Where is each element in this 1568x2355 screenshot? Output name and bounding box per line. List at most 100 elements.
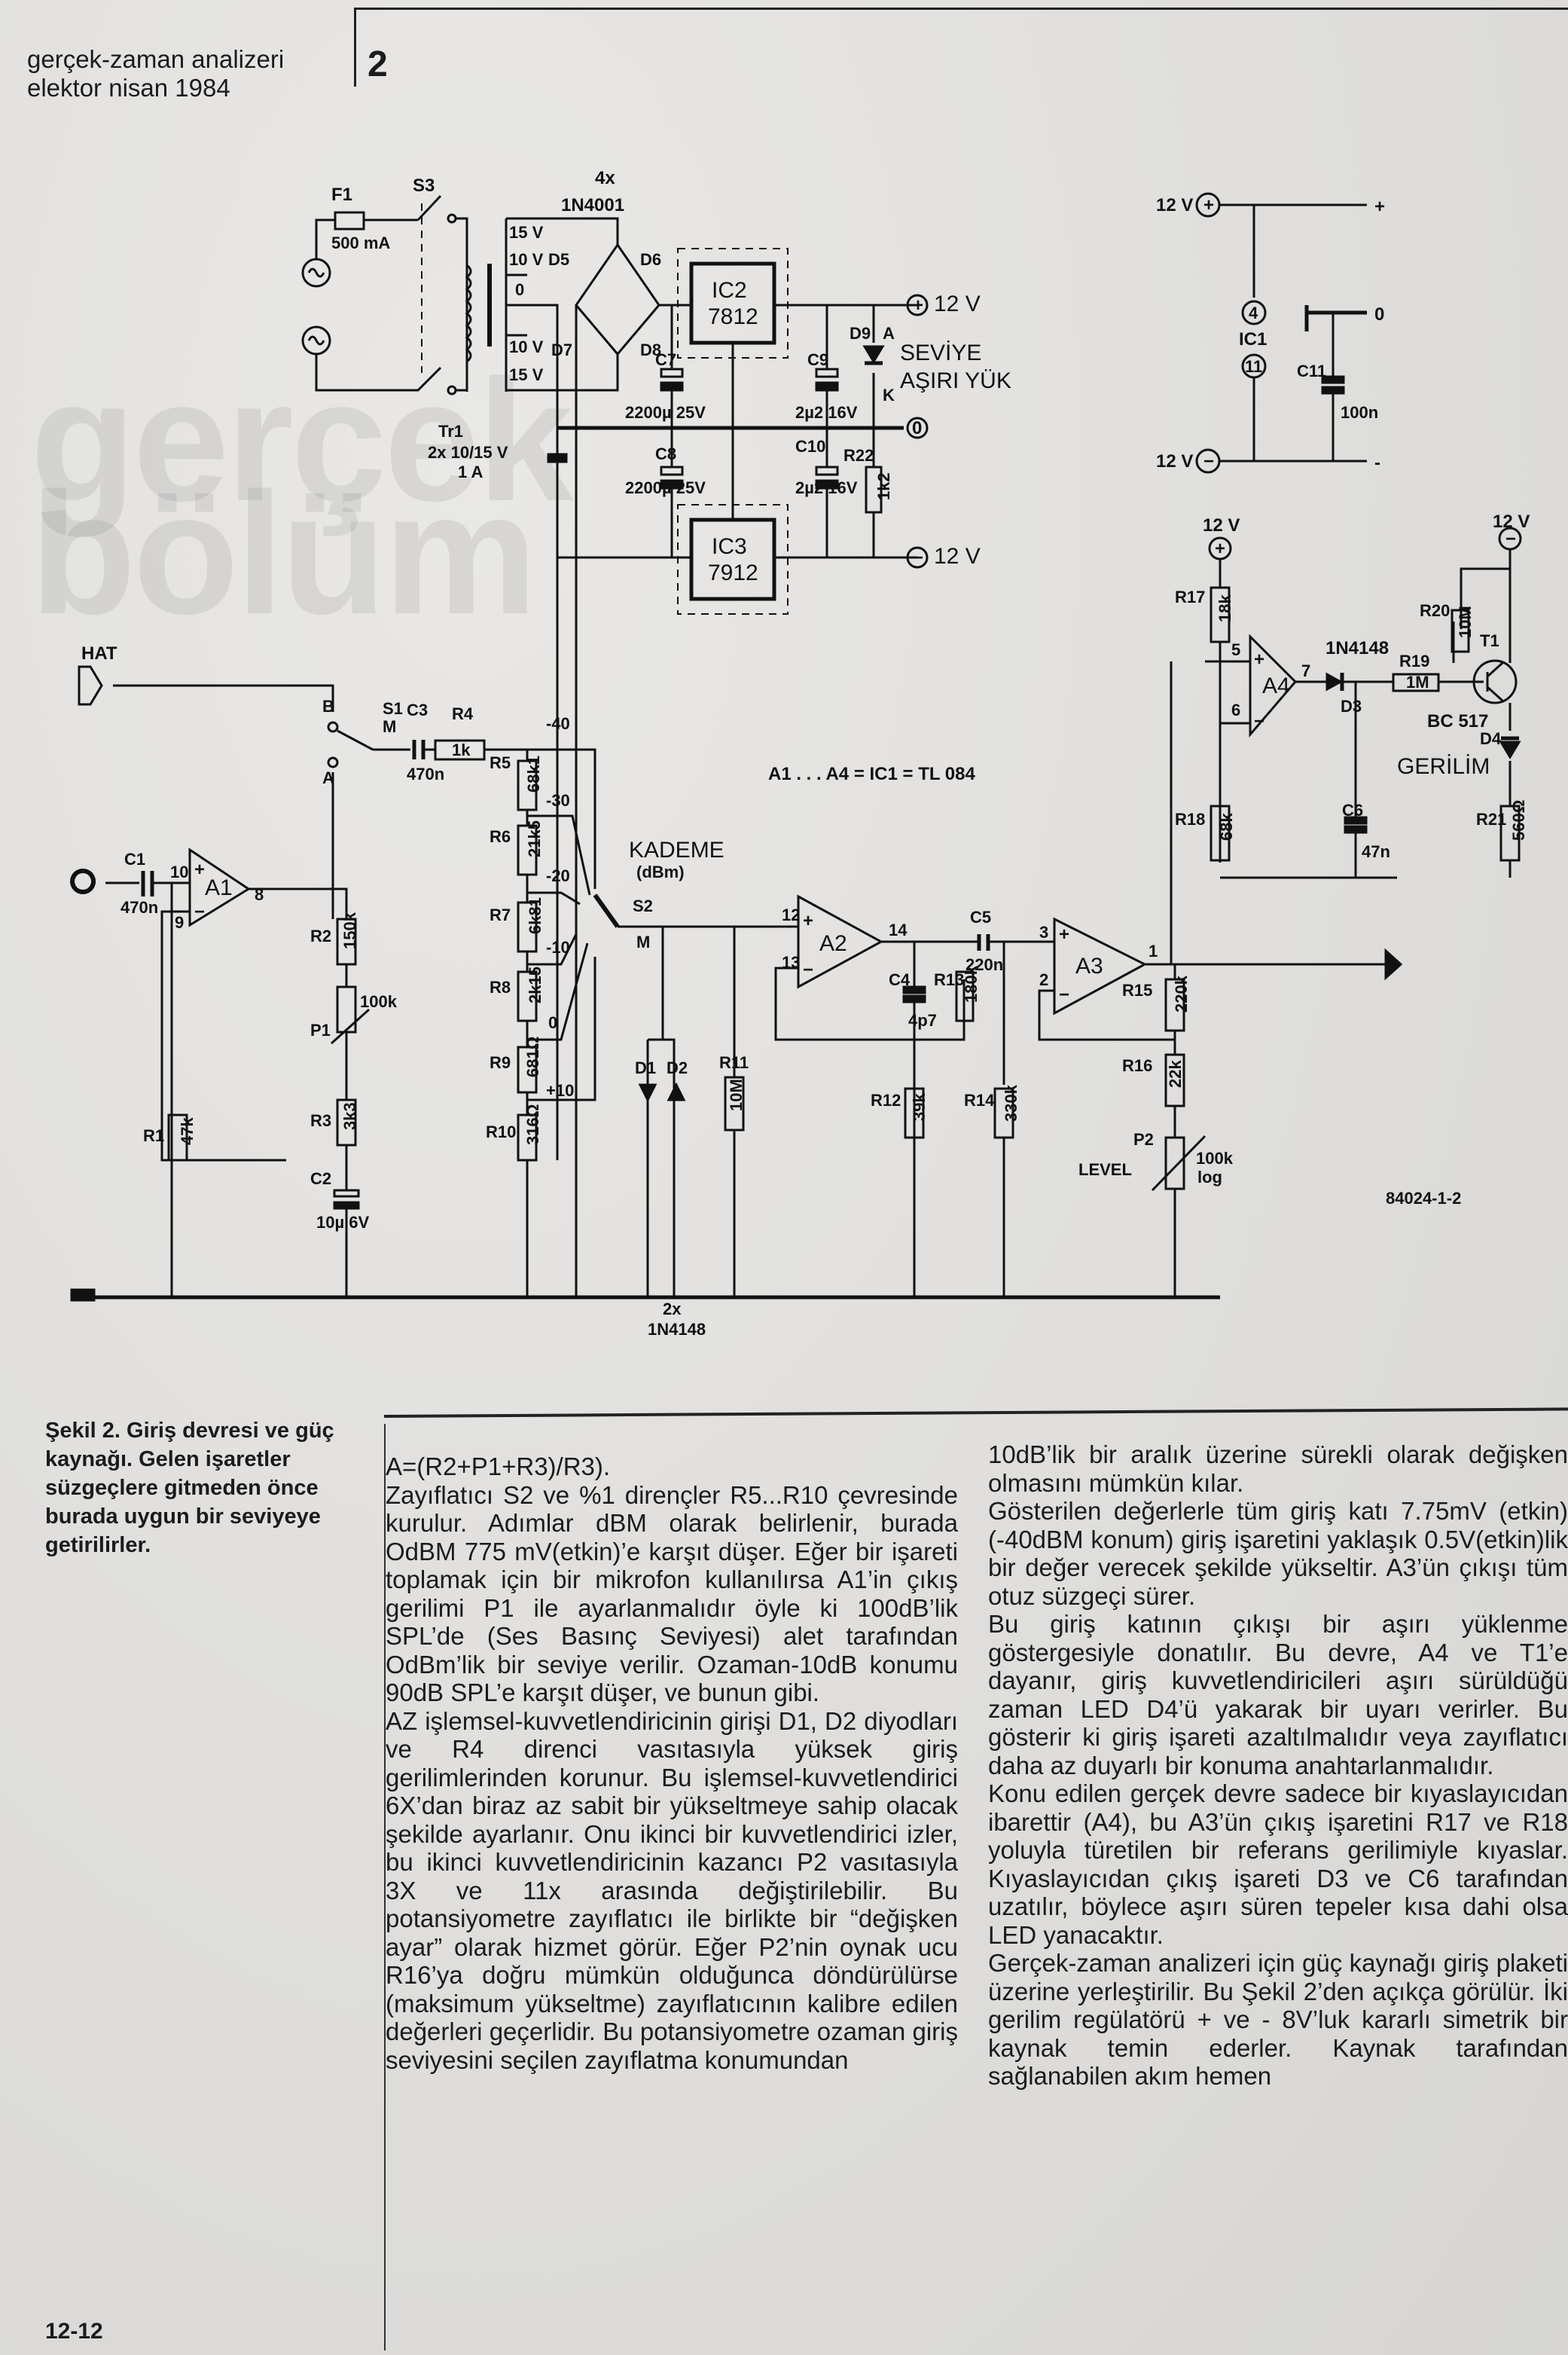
svg-text:2µ2 16V: 2µ2 16V [795, 478, 858, 497]
svg-text:-10: -10 [546, 938, 570, 957]
svg-text:-40: -40 [546, 714, 570, 733]
line-input-icon [78, 665, 103, 706]
svg-text:2: 2 [1039, 970, 1048, 989]
svg-text:10 V: 10 V [509, 338, 544, 356]
svg-text:R9: R9 [490, 1053, 511, 1072]
svg-text:C9: C9 [807, 350, 828, 369]
svg-text:9: 9 [175, 913, 184, 932]
figure-frame-top [354, 8, 1568, 10]
svg-text:+: + [913, 295, 923, 316]
svg-text:4x: 4x [595, 168, 615, 188]
svg-text:4p7: 4p7 [908, 1011, 937, 1030]
svg-text:R4: R4 [452, 704, 474, 723]
svg-text:D5: D5 [548, 250, 569, 269]
svg-text:15 V: 15 V [509, 223, 544, 242]
svg-text:R20: R20 [1420, 601, 1450, 620]
svg-text:Tr1: Tr1 [438, 422, 463, 441]
svg-text:1N4148: 1N4148 [648, 1320, 706, 1339]
svg-text:68k: 68k [1217, 813, 1236, 841]
figure-caption: Şekil 2. Giriş devresi ve güç kaynağı. G… [45, 1419, 334, 1557]
svg-text:−: − [803, 960, 813, 980]
svg-text:S1: S1 [383, 699, 403, 718]
output-arrow-icon [1384, 948, 1403, 981]
svg-text:8: 8 [255, 885, 264, 904]
svg-text:BC 517: BC 517 [1427, 711, 1488, 732]
svg-text:D3: D3 [1341, 697, 1362, 716]
svg-text:SEVİYE: SEVİYE [900, 341, 981, 365]
svg-text:3k3: 3k3 [340, 1102, 359, 1130]
svg-text:12 V: 12 V [1156, 451, 1193, 472]
svg-text:1k2: 1k2 [874, 472, 893, 500]
svg-text:12: 12 [782, 906, 800, 924]
svg-text:10µ 6V: 10µ 6V [316, 1213, 369, 1232]
svg-text:R3: R3 [310, 1111, 331, 1130]
svg-text:IC3: IC3 [712, 534, 747, 559]
svg-text:13: 13 [782, 953, 800, 972]
svg-text:T1: T1 [1480, 631, 1499, 650]
svg-text:2k15: 2k15 [526, 967, 545, 1003]
svg-text:R12: R12 [871, 1091, 901, 1110]
svg-text:IC1: IC1 [1239, 329, 1267, 350]
svg-text:LEVEL: LEVEL [1078, 1160, 1132, 1179]
svg-text:R18: R18 [1175, 810, 1205, 829]
svg-text:log: log [1197, 1168, 1222, 1187]
svg-text:84024-1-2: 84024-1-2 [1386, 1189, 1461, 1208]
svg-text:681Ω: 681Ω [523, 1037, 542, 1077]
svg-text:R1: R1 [143, 1126, 164, 1145]
svg-text:R19: R19 [1399, 652, 1429, 670]
svg-text:C1: C1 [124, 850, 145, 869]
svg-text:C2: C2 [310, 1169, 331, 1188]
svg-text:2x: 2x [663, 1300, 682, 1318]
svg-text:10M: 10M [727, 1079, 746, 1111]
svg-text:+: + [1059, 924, 1069, 945]
svg-text:K: K [883, 386, 895, 405]
paragraph: Gerçek-zaman analizeri için güç kaynağı … [988, 1949, 1568, 2090]
svg-text:0: 0 [1374, 304, 1384, 325]
column-divider [384, 1424, 386, 2350]
show-through-word-2: bölüm [30, 457, 538, 650]
svg-text:R17: R17 [1175, 588, 1205, 606]
svg-text:12 V: 12 V [1203, 515, 1240, 536]
svg-text:−: − [1505, 529, 1516, 549]
svg-text:R10: R10 [486, 1123, 516, 1141]
svg-text:100k: 100k [1196, 1149, 1234, 1168]
svg-text:P1: P1 [310, 1021, 331, 1040]
svg-text:C3: C3 [407, 701, 428, 719]
svg-text:A1: A1 [205, 875, 233, 900]
svg-text:15 V: 15 V [509, 365, 544, 384]
svg-text:D6: D6 [640, 250, 661, 269]
svg-text:R8: R8 [490, 978, 511, 997]
svg-text:10 V: 10 V [509, 250, 544, 269]
svg-text:220n: 220n [966, 955, 1003, 974]
svg-text:C7: C7 [655, 350, 676, 369]
svg-text:+: + [1254, 649, 1264, 670]
svg-text:1k: 1k [452, 741, 471, 759]
page-number: 12-12 [45, 2319, 103, 2344]
svg-text:180k: 180k [962, 965, 981, 1003]
svg-text:-: - [1374, 453, 1380, 473]
svg-text:47n: 47n [1362, 842, 1390, 861]
svg-text:3: 3 [1039, 923, 1048, 942]
svg-text:1 A: 1 A [458, 463, 484, 481]
svg-text:A3: A3 [1075, 954, 1103, 979]
svg-text:316Ω: 316Ω [523, 1104, 542, 1145]
svg-text:100n: 100n [1341, 403, 1378, 422]
svg-text:14: 14 [889, 921, 908, 939]
svg-text:12 V: 12 V [1156, 195, 1193, 215]
body-column-1: A=(R2+P1+R3)/R3). Zayıflatıcı S2 ve %1 d… [386, 1452, 958, 2074]
circuit-schematic: F1 500 mA S3 Tr1 2x 10/15 V 1 A 15 V 10 … [70, 168, 1530, 1339]
svg-text:C5: C5 [970, 908, 991, 927]
svg-text:D1: D1 [635, 1058, 656, 1077]
paragraph: Konu edilen gerçek devre sadece bir kıya… [988, 1779, 1568, 1949]
paragraph: Bu giriş katının çıkışı bir aşırı yüklen… [988, 1610, 1568, 1779]
svg-text:12 V: 12 V [934, 292, 981, 316]
svg-text:D8: D8 [640, 341, 661, 359]
svg-text:R21: R21 [1476, 810, 1506, 829]
svg-text:+: + [1215, 539, 1225, 559]
svg-text:+: + [1374, 197, 1385, 217]
fuse-icon [334, 211, 365, 231]
svg-text:0: 0 [912, 418, 922, 438]
svg-text:A: A [883, 324, 895, 343]
svg-text:68k1: 68k1 [524, 756, 543, 793]
